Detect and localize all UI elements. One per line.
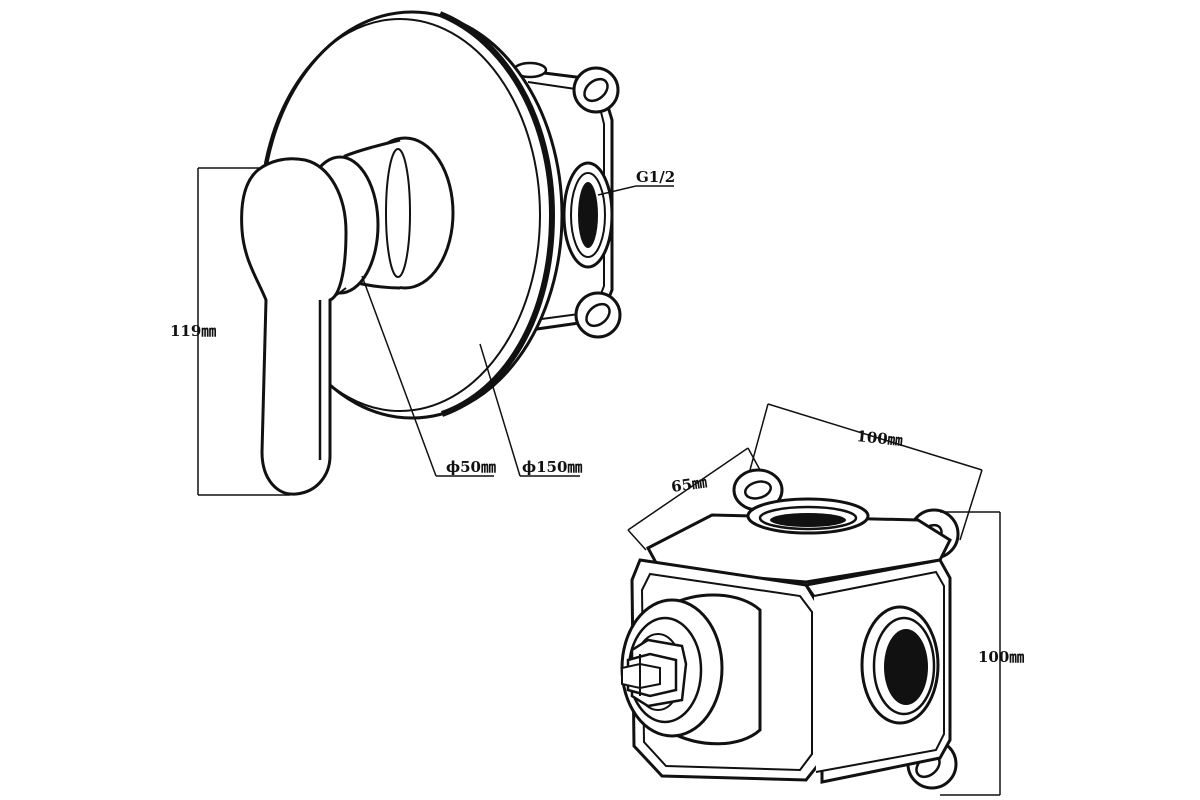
dimension-box-height: 100㎜ — [940, 511, 1024, 796]
mounting-ear-top — [572, 66, 620, 114]
box-top-port — [746, 497, 870, 535]
dimension-plate-diameter: ϕ150㎜ — [479, 343, 582, 477]
label-thread: G1/2 — [636, 168, 675, 186]
label-handle-height: 119㎜ — [170, 322, 216, 340]
box-right-port — [860, 605, 940, 725]
mounting-ear-bottom — [574, 291, 622, 339]
mixer-front-view: 119㎜ ϕ50㎜ ϕ150㎜ G1/2 — [170, 10, 675, 496]
dimension-handle-height: 119㎜ — [170, 167, 290, 496]
label-box-width: 100㎜ — [856, 427, 904, 450]
dimension-handle-diameter: ϕ50㎜ — [361, 275, 496, 477]
label-plate-diameter: ϕ150㎜ — [522, 458, 582, 476]
dimension-thread: G1/2 — [597, 168, 675, 196]
label-box-height: 100㎜ — [978, 648, 1024, 666]
label-handle-diameter: ϕ50㎜ — [446, 458, 496, 476]
dimension-box-width: 100㎜ — [749, 403, 983, 541]
cartridge-spindle — [621, 638, 688, 708]
valve-box-view: 65㎜ 100㎜ 100㎜ — [620, 403, 1024, 796]
lever-handle — [240, 157, 348, 496]
dimension-box-depth: 65㎜ — [627, 447, 761, 551]
label-box-depth: 65㎜ — [670, 473, 708, 496]
